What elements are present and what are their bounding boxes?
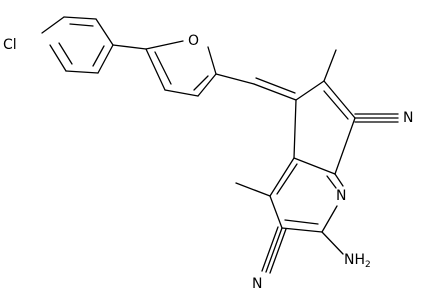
bond xyxy=(207,46,217,75)
bond xyxy=(63,16,97,20)
chlorophenyl-ring xyxy=(41,16,114,74)
bond xyxy=(154,51,172,85)
bond xyxy=(69,23,94,27)
atom-amino: NH2 xyxy=(344,252,371,270)
cyclopentene-ring xyxy=(293,80,356,175)
pyridine-ring xyxy=(269,157,344,233)
bond-methyl xyxy=(235,182,271,197)
bond-methyl xyxy=(323,49,337,82)
bond xyxy=(323,80,356,119)
atom-amino-subscript: 2 xyxy=(365,260,371,270)
atom-amino-label: NH xyxy=(344,252,365,268)
bond xyxy=(269,195,283,229)
bond xyxy=(253,83,297,101)
atom-nitrile-nitrogen-top: N xyxy=(403,110,413,126)
bond xyxy=(276,163,298,195)
bond xyxy=(284,219,319,225)
bond xyxy=(334,173,344,187)
atom-nitrile-nitrogen-bottom: N xyxy=(252,276,262,292)
bond xyxy=(41,16,65,34)
bond xyxy=(65,70,99,74)
bond xyxy=(95,18,114,46)
bond xyxy=(145,40,184,50)
bond xyxy=(323,90,349,120)
bond xyxy=(321,205,338,233)
bond xyxy=(58,42,73,65)
atom-chlorine: Cl xyxy=(3,37,17,53)
bond xyxy=(164,89,199,97)
atom-ring-nitrogen: N xyxy=(336,188,346,204)
bond xyxy=(326,175,337,189)
bond xyxy=(261,226,279,272)
bond xyxy=(334,117,356,175)
bond-biaryl xyxy=(112,44,147,50)
bond xyxy=(295,80,325,101)
bond xyxy=(97,44,114,74)
bond xyxy=(269,228,287,274)
bond xyxy=(215,73,255,85)
bond xyxy=(255,77,296,94)
bond xyxy=(92,45,105,67)
atom-furan-oxygen: O xyxy=(188,33,199,49)
bond xyxy=(193,75,209,91)
bond xyxy=(281,227,323,233)
bond xyxy=(269,157,295,197)
furan-ring xyxy=(145,40,217,97)
bond xyxy=(321,231,344,255)
bond xyxy=(145,48,166,91)
bond xyxy=(49,44,67,72)
bond xyxy=(265,227,283,273)
bond xyxy=(197,73,217,97)
bond xyxy=(293,99,297,159)
bond xyxy=(293,157,336,175)
